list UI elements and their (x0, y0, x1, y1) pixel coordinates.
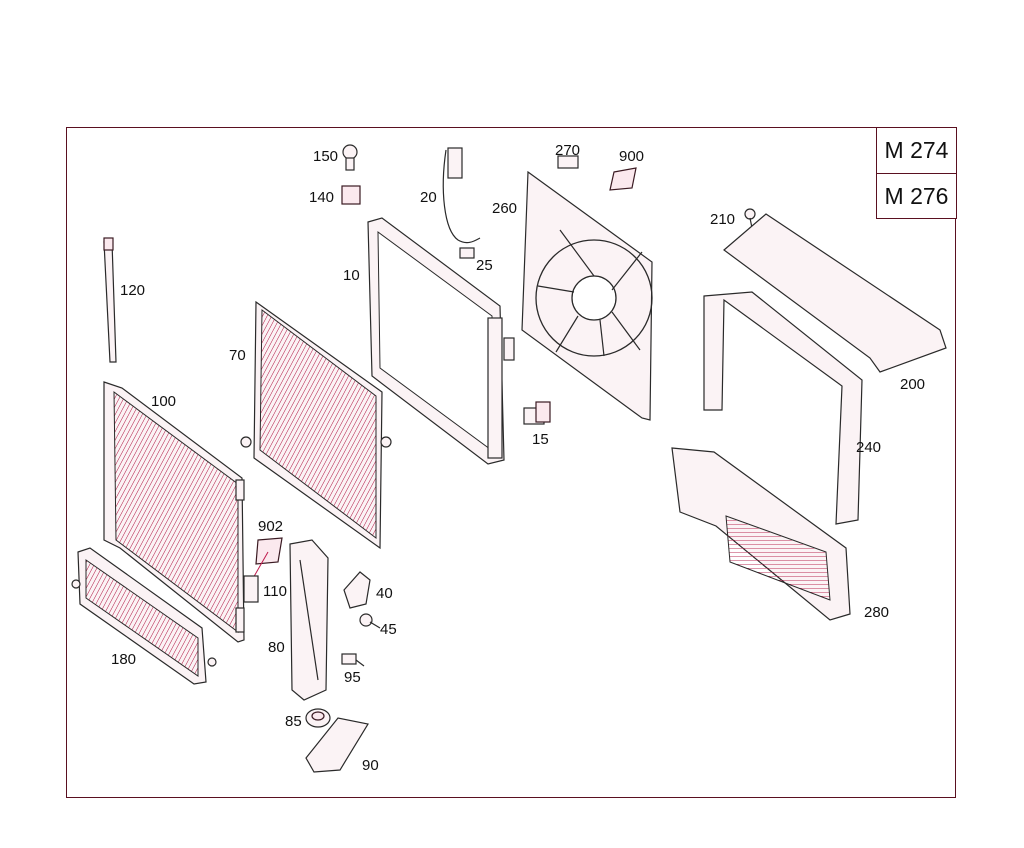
diagram-frame (66, 127, 956, 798)
part-25-connector (459, 247, 475, 259)
callout-80: 80 (268, 639, 285, 656)
callout-40: 40 (376, 585, 393, 602)
callout-240: 240 (856, 439, 881, 456)
callout-120: 120 (120, 282, 145, 299)
callout-140: 140 (309, 189, 334, 206)
part-90-bracket (305, 717, 369, 773)
part-902-label (251, 537, 283, 581)
part-85-grommet (305, 708, 331, 728)
part-70-radiator (240, 300, 392, 550)
callout-90: 90 (362, 757, 379, 774)
callout-902: 902 (258, 518, 283, 535)
callout-45: 45 (380, 621, 397, 638)
callout-260: 260 (492, 200, 517, 217)
model-label: M 274 (884, 137, 949, 163)
callout-150: 150 (313, 148, 338, 165)
callout-100: 100 (151, 393, 176, 410)
part-900-label (609, 167, 637, 191)
model-label: M 276 (877, 173, 956, 219)
part-40-mount (343, 571, 371, 609)
callout-95: 95 (344, 669, 361, 686)
callout-85: 85 (285, 713, 302, 730)
part-100-condenser (103, 381, 245, 643)
part-15-sensor (523, 401, 551, 425)
part-280-air-guide (671, 447, 851, 621)
part-80-bracket (289, 539, 329, 701)
callout-200: 200 (900, 376, 925, 393)
callout-25: 25 (476, 257, 493, 274)
callout-180: 180 (111, 651, 136, 668)
part-150-clip (342, 144, 358, 171)
part-200-cross-member (723, 213, 947, 373)
part-20-cable (442, 147, 481, 244)
part-260-fan-shroud (521, 170, 653, 421)
callout-900: 900 (619, 148, 644, 165)
part-120-rod (103, 237, 117, 363)
part-240-air-duct (703, 291, 863, 525)
callout-110: 110 (263, 583, 287, 600)
callout-210: 210 (710, 211, 735, 228)
part-95-bolt (341, 653, 365, 667)
part-180-cooler (71, 547, 217, 685)
callout-270: 270 (555, 142, 580, 159)
model-designation-box: M 274 M 276 (876, 127, 957, 219)
callout-20: 20 (420, 189, 437, 206)
callout-70: 70 (229, 347, 246, 364)
callout-280: 280 (864, 604, 889, 621)
callout-15: 15 (532, 431, 549, 448)
part-45-screw (359, 613, 381, 629)
part-270-nut (557, 155, 579, 169)
part-110-sensor (243, 575, 259, 603)
callout-10: 10 (343, 267, 360, 284)
part-10-radiator-rear (367, 217, 515, 465)
part-140-grommet (341, 185, 361, 205)
